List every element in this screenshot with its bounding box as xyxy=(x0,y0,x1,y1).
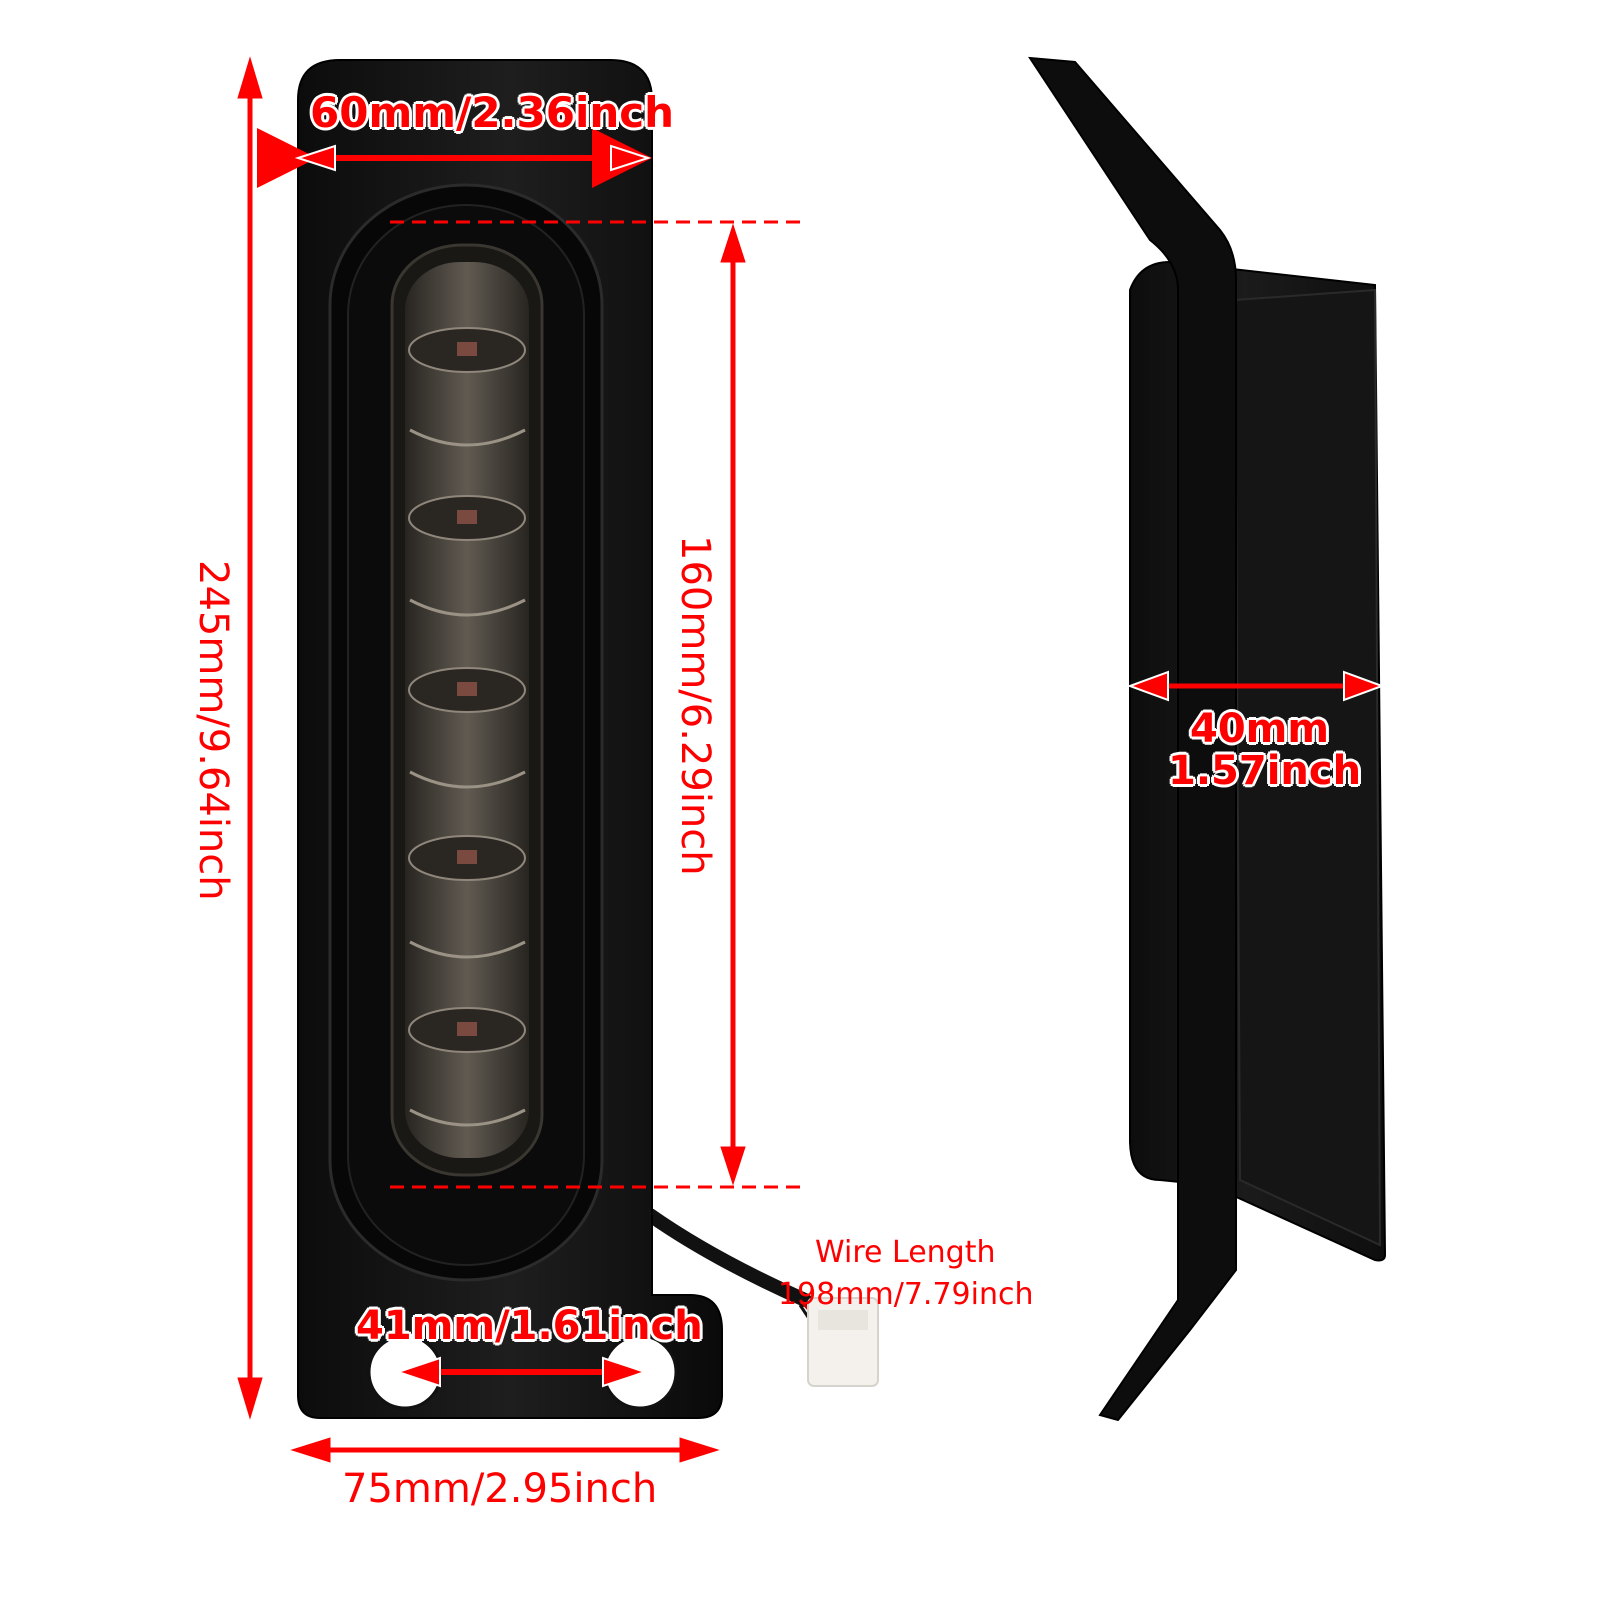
dim-lens-length-label: 160mm/6.29inch xyxy=(672,535,718,876)
led-icon xyxy=(408,835,526,881)
dimension-lines xyxy=(237,56,1385,1463)
dim-hole-spacing-label: 41mm/1.61inch xyxy=(356,1303,703,1349)
dim-total-height-label: 245mm/9.64inch xyxy=(190,560,236,901)
wire-length-title: Wire Length xyxy=(815,1235,996,1270)
led-segments xyxy=(408,327,526,1127)
wire-cable xyxy=(643,1208,812,1307)
led-icon xyxy=(408,327,526,373)
dim-depth-inch-label: 1.57inch xyxy=(1168,748,1362,794)
led-icon xyxy=(408,667,526,713)
front-view xyxy=(297,59,879,1419)
led-icon xyxy=(408,495,526,541)
wire-connector-icon xyxy=(807,1297,879,1387)
led-icon xyxy=(408,1007,526,1053)
side-bracket xyxy=(1028,56,1237,1422)
side-view xyxy=(1028,56,1387,1422)
dim-top-width-label: 60mm/2.36inch xyxy=(310,88,675,137)
wire-length-value: 198mm/7.79inch xyxy=(778,1277,1034,1312)
dim-depth-mm-label: 40mm xyxy=(1190,706,1330,752)
dim-base-width-label: 75mm/2.95inch xyxy=(342,1466,658,1512)
